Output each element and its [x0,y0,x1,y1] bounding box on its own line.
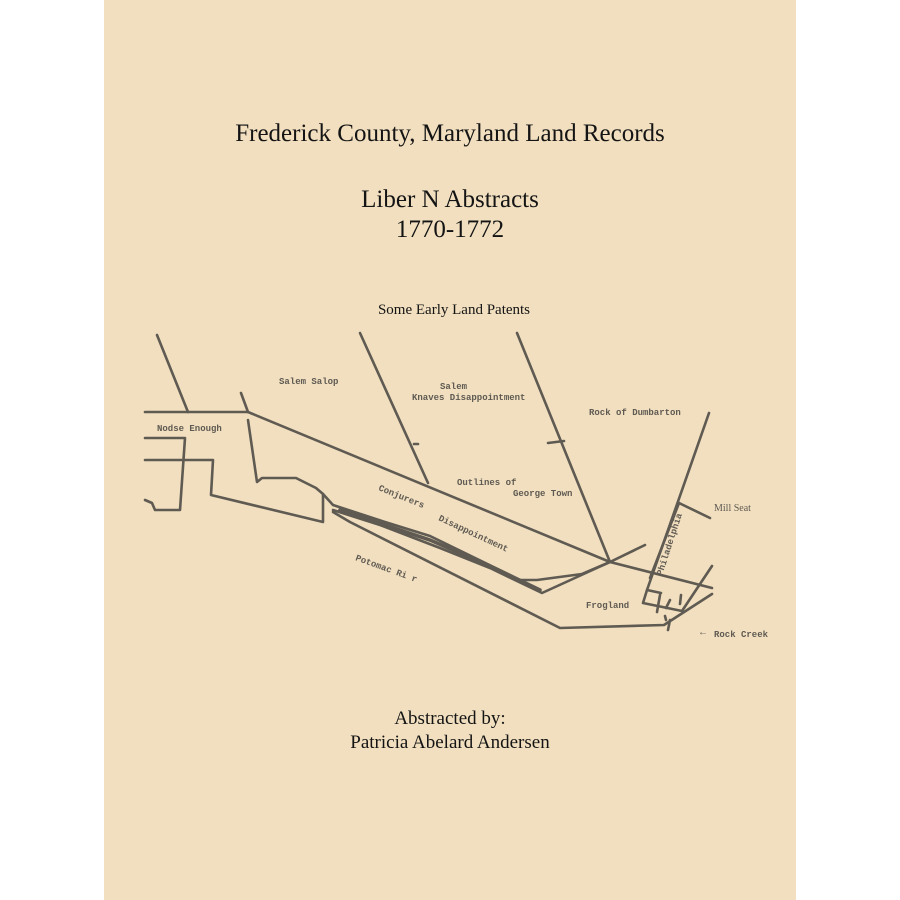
label-george-town: George Town [513,489,572,499]
map-caption: Some Early Land Patents [377,302,531,318]
label-outlines-of: Outlines of [457,478,516,488]
label-mill-seat: Mill Seat [714,503,751,514]
book-cover: Frederick County, Maryland Land Records … [104,0,796,900]
rock-creek-arrow-icon: ← [698,627,708,638]
label-frogland: Frogland [586,601,629,611]
label-rock-creek: Rock Creek [714,630,769,640]
label-conjurers: Conjurers [377,484,426,511]
subtitle-liber: Liber N Abstracts [361,186,539,213]
cover-subtitle: Liber N Abstracts 1770-1772 [104,185,796,245]
label-salem-salop: Salem Salop [279,377,338,387]
subtitle-years: 1770-1772 [395,216,505,243]
author-name: Patricia Abelard Andersen [350,732,550,753]
land-patent-map: Salem Salop Salem Knaves Disappointment … [104,320,796,650]
label-knaves-disappointment: Knaves Disappointment [412,393,525,403]
credit-block: Abstracted by: Patricia Abelard Andersen [104,707,796,755]
label-rock-of-dumbarton: Rock of Dumbarton [589,408,681,418]
cover-title: Frederick County, Maryland Land Records [235,120,665,147]
credit-label: Abstracted by: [394,708,506,729]
label-salem: Salem [440,382,468,392]
label-nodse-enough: Nodse Enough [157,424,222,434]
label-potomac-river: Potomac Ri r [354,553,418,585]
